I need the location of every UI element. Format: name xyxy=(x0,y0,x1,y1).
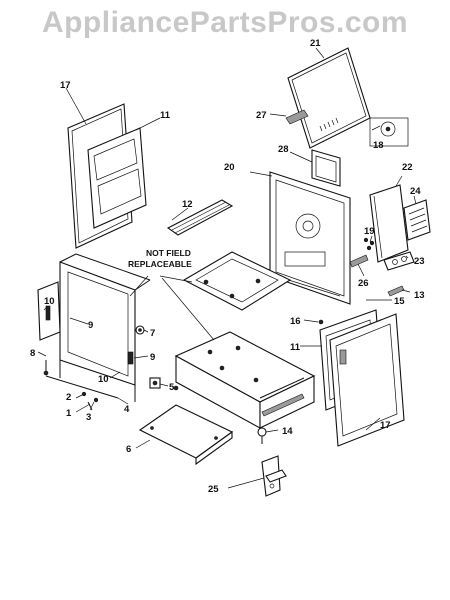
callout-17-bottom: 17 xyxy=(380,420,391,431)
note-line-2: REPLACEABLE xyxy=(128,259,192,269)
callout-2: 2 xyxy=(66,392,71,403)
part-25-anti-tip-bracket[interactable] xyxy=(261,455,287,497)
part-24-grille[interactable] xyxy=(403,199,431,241)
callout-3: 3 xyxy=(86,412,91,423)
callout-17-top: 17 xyxy=(60,80,71,91)
part-12-bracket[interactable] xyxy=(166,199,234,236)
part-5b-screw[interactable] xyxy=(173,385,179,391)
callout-24: 24 xyxy=(410,186,421,197)
part-26-clip[interactable] xyxy=(349,254,369,268)
callout-9-top: 9 xyxy=(88,320,93,331)
callout-6: 6 xyxy=(126,444,131,455)
callout-8: 8 xyxy=(30,348,35,359)
callout-5: 5 xyxy=(169,382,175,393)
part-27-vent-plate[interactable] xyxy=(285,109,309,125)
callout-16: 16 xyxy=(290,316,301,327)
part-5-switch[interactable] xyxy=(149,377,161,389)
callout-25: 25 xyxy=(208,484,219,495)
callout-23: 23 xyxy=(414,256,425,267)
part-8-leveling-leg[interactable] xyxy=(43,360,49,376)
part-20-rear-panel[interactable] xyxy=(269,171,351,305)
callout-18: 18 xyxy=(373,140,384,151)
part-22-side-bracket[interactable] xyxy=(369,184,409,263)
part-4-range-frame[interactable] xyxy=(45,253,151,402)
part-28-access-cover[interactable] xyxy=(311,149,341,187)
callout-4: 4 xyxy=(124,404,130,415)
part-13-latch[interactable] xyxy=(387,285,405,297)
callout-26: 26 xyxy=(358,278,369,289)
part-6-drawer-panel[interactable] xyxy=(138,404,234,466)
part-14-screw[interactable] xyxy=(257,427,267,444)
callout-27: 27 xyxy=(256,110,267,121)
note-line-1: NOT FIELD xyxy=(146,248,191,258)
callout-12: 12 xyxy=(182,199,193,210)
part-3-screw[interactable] xyxy=(93,397,99,403)
callout-14: 14 xyxy=(282,426,293,437)
part-18-thermostat-box[interactable] xyxy=(369,117,409,147)
part-7-screw[interactable] xyxy=(135,325,145,335)
callout-22: 22 xyxy=(402,162,413,173)
callout-10-top: 10 xyxy=(44,296,55,307)
part-1-leg[interactable] xyxy=(87,401,93,411)
part-11-door-glass-top[interactable] xyxy=(87,127,147,229)
part-21-back-cover[interactable] xyxy=(287,47,371,149)
callout-21: 21 xyxy=(310,38,321,49)
callout-7: 7 xyxy=(150,328,155,339)
watermark-logo: AppliancePartsPros.com xyxy=(41,6,409,39)
not-field-replaceable-note: NOT FIELD REPLACEABLE xyxy=(128,248,192,269)
leader-lines xyxy=(37,47,417,489)
callout-13: 13 xyxy=(414,290,425,301)
part-9-hinge-right[interactable] xyxy=(127,351,134,365)
part-17-door-panel-bottom[interactable] xyxy=(329,313,405,447)
part-19-screws[interactable] xyxy=(363,237,375,251)
callout-19: 19 xyxy=(364,226,375,237)
part-16-screw[interactable] xyxy=(318,319,324,325)
oven-cavity-top-panel[interactable] xyxy=(182,251,292,311)
callout-20: 20 xyxy=(224,162,235,173)
callout-1: 1 xyxy=(66,408,72,419)
part-10-hinge-receptacle-left[interactable] xyxy=(37,281,61,341)
callout-11-top: 11 xyxy=(160,110,171,121)
callout-28: 28 xyxy=(278,144,289,155)
callout-15: 15 xyxy=(394,296,405,307)
callout-labels: 17 11 12 20 21 27 28 18 22 24 19 23 26 1… xyxy=(30,38,425,495)
callout-9-bottom: 9 xyxy=(150,352,155,363)
callout-10-bottom: 10 xyxy=(98,374,109,385)
callout-11-bottom: 11 xyxy=(290,342,301,353)
burner-box-bottom-panel[interactable] xyxy=(174,331,316,429)
